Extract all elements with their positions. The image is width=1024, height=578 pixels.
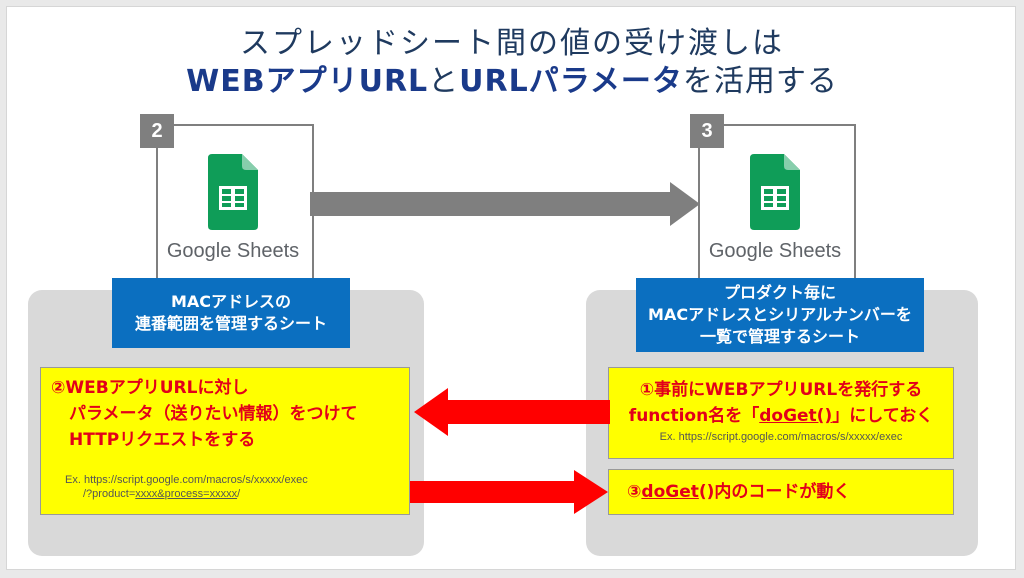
left-google-sheets-label: Google Sheets: [166, 240, 300, 262]
left-blue-line1: MACアドレスの: [170, 292, 292, 311]
left-example-params-b: xxxx&process=xxxxx: [135, 488, 238, 500]
red-arrow-right: [410, 470, 608, 514]
title-line1: スプレッドシート間の値の受け渡しは: [240, 26, 784, 61]
right-blue-box: プロダクト毎に MACアドレスとシリアルナンバーを 一覧で管理するシート: [636, 278, 924, 352]
title-bold-webapp: WEBアプリURL: [186, 64, 429, 99]
right-example-url: Ex. https://script.google.com/macros/s/x…: [659, 431, 903, 443]
sheets-icon: [750, 154, 800, 230]
sheets-icon: [208, 154, 258, 230]
left-example-url: Ex. https://script.google.com/macros/s/x…: [65, 474, 308, 486]
right-google-sheets-logo: Google Sheets: [690, 154, 860, 274]
left-blue-line2: 連番範囲を管理するシート: [134, 314, 327, 333]
right-step-number: 3: [690, 114, 724, 148]
right-yellow1-line2-c: 」にしておく: [832, 406, 934, 426]
left-yellow-box: ②WEBアプリURLに対し パラメータ（送りたい情報）をつけて HTTPリクエス…: [40, 367, 410, 515]
right-yellow2-text: ③doGet()内のコードが動く: [627, 480, 850, 504]
left-example-params-a: /?product=: [83, 488, 136, 500]
title-end: を活用する: [682, 64, 838, 99]
right-google-sheets-label: Google Sheets: [708, 240, 842, 262]
title-line2: WEBアプリURLとURLパラメータを活用する: [0, 56, 1024, 100]
left-step-number: 2: [140, 114, 174, 148]
right-yellow-box-1: ①事前にWEBアプリURLを発行する function名を「doGet()」にし…: [608, 367, 954, 459]
right-yellow1-line1: ①事前にWEBアプリURLを発行する: [639, 380, 923, 400]
title-and: と: [428, 64, 460, 99]
left-google-sheets-logo: Google Sheets: [148, 154, 318, 274]
left-blue-box: MACアドレスの 連番範囲を管理するシート: [112, 278, 350, 348]
right-yellow2-doget: doGet: [641, 482, 699, 502]
red-arrow-left: [414, 388, 610, 436]
left-yellow-line2: パラメータ（送りたい情報）をつけて: [69, 404, 358, 424]
right-yellow1-line2: function名を「doGet()」にしておく: [609, 404, 953, 428]
left-example-params-c: /: [237, 488, 241, 500]
right-blue-line2: MACアドレスとシリアルナンバーを: [648, 305, 912, 324]
right-yellow1-doget: doGet(): [759, 406, 833, 426]
right-yellow-box-2: ③doGet()内のコードが動く: [608, 469, 954, 515]
right-blue-line1: プロダクト毎に: [723, 283, 836, 302]
right-yellow2-c: ()内のコードが動く: [698, 482, 851, 502]
left-yellow-line1: ②WEBアプリURLに対し: [51, 378, 249, 398]
left-example-params: /?product=xxxx&process=xxxxx/: [83, 488, 240, 500]
title-bold-urlparam: URLパラメータ: [459, 64, 683, 99]
right-yellow2-a: ③: [627, 482, 642, 502]
gray-arrow-right: [310, 182, 700, 226]
left-yellow-line3: HTTPリクエストをする: [69, 430, 256, 450]
right-yellow1-line2-a: function名を「: [628, 406, 760, 426]
right-blue-line3: 一覧で管理するシート: [699, 327, 860, 346]
